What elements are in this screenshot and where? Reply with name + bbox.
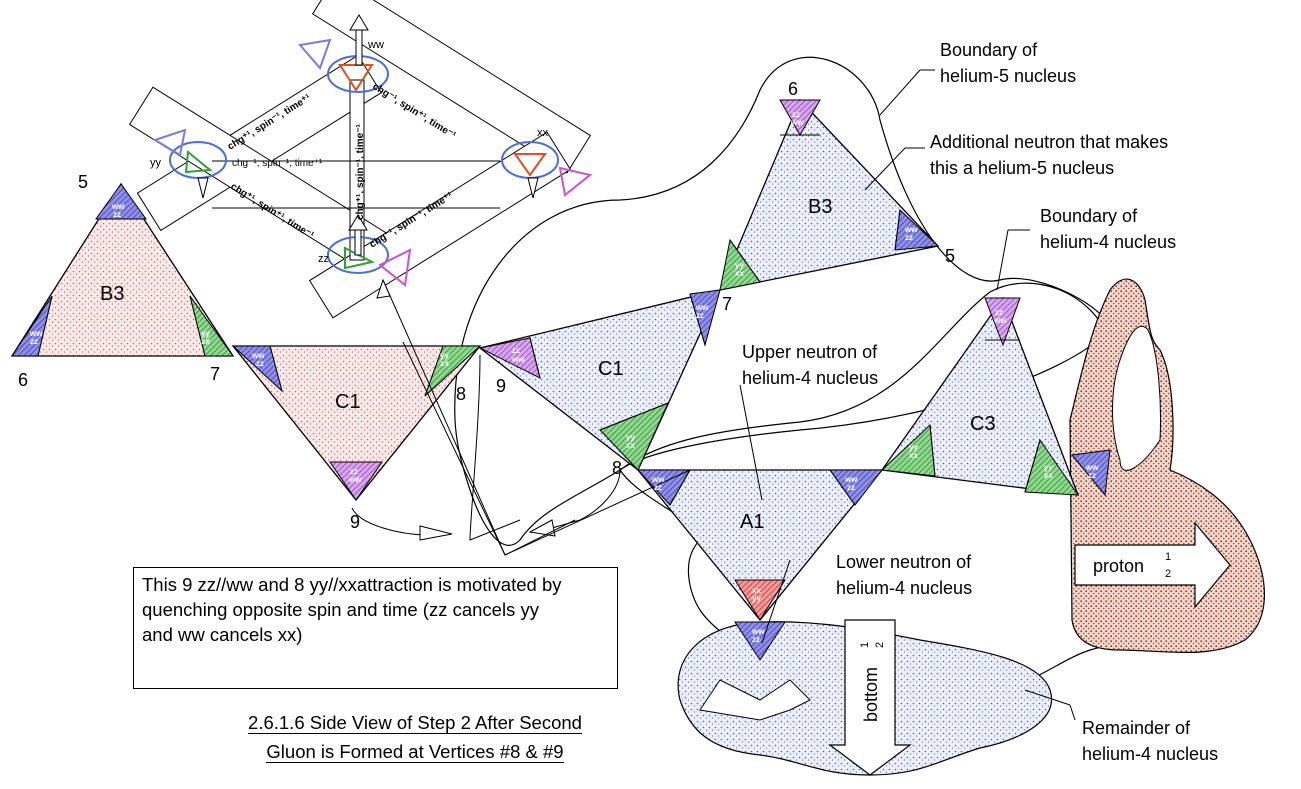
code-ww: ww [1085,463,1099,472]
upper-line1: Upper neutron of [742,342,878,362]
inset-strip-vertical: chg⁺¹, spin⁻¹, time⁻¹ [355,123,366,220]
vertex-8-right: 8 [612,458,622,478]
inset-ww-label: ww [367,39,384,51]
proton-label: proton [1093,556,1144,576]
code-zz: zz [256,359,264,368]
code-zz: zz [995,308,1003,317]
code-yy: yy [626,433,635,442]
code-zz: zz [512,346,520,355]
inset-yy-label: yy [150,157,162,169]
caption-line-2: Gluon is Formed at Vertices #8 & #9 [266,741,564,763]
code-xx: xx [1044,471,1053,480]
code-yy: yy [909,443,918,452]
code-yy: yy [201,329,210,338]
bottom-arrow [828,619,912,776]
code-zz: zz [113,210,121,219]
code-ww: ww [751,627,765,636]
triangle-c1-right [478,289,722,472]
triangle-b3-right [718,98,940,291]
remainder-line2: helium-4 nucleus [1082,744,1218,764]
proton-half-den: 2 [1165,568,1171,580]
remainder-line1: Remainder of [1082,718,1191,738]
triangle-a1-label: A1 [740,511,764,533]
upper-line2: helium-4 nucleus [742,368,878,388]
caption-line-1: 2.6.1.6 Side View of Step 2 After Second [248,712,582,734]
triangle-b3-left [10,182,235,357]
boundary-he4-line2: helium-4 nucleus [1040,232,1176,252]
explanation-note: This 9 zz//ww and 8 yy//xxattraction is … [133,567,618,689]
code-xx: xx [201,337,210,346]
code-yy: yy [752,594,761,603]
inset-zz-label: zz [318,253,329,265]
code-xx: xx [440,359,449,368]
caption-line-1-wrap: 2.6.1.6 Side View of Step 2 After Second [170,712,660,734]
vertex-5-right: 5 [945,246,955,266]
code-zz: zz [792,110,800,119]
inset-diagram: ww yy xx zz chg⁻¹, spin⁻¹, time⁺¹ chg⁺¹,… [128,0,593,319]
code-ww: ww [695,303,709,312]
helium-5-boundary [454,56,1111,546]
additional-line2: this a helium-5 nucleus [930,158,1114,178]
triangle-c1-right-label: C1 [598,358,624,380]
note-line-2: quenching opposite spin and time (zz can… [142,599,539,620]
caption-line-2-wrap: Gluon is Formed at Vertices #8 & #9 [170,741,660,763]
code-yy: yy [440,351,449,360]
code-zz: zz [350,467,358,476]
code-zz: zz [30,337,38,346]
vertex-8-mid: 8 [456,384,466,404]
note-line-3: and ww cancels xx) [142,624,303,645]
boundary-he5-line2: helium-5 nucleus [940,66,1076,86]
triangle-b3-right-label: B3 [808,196,832,218]
code-zz: zz [654,483,662,492]
triangle-c3-label: C3 [970,413,996,435]
code-zz: zz [696,311,704,320]
inset-xx-label: xx [537,127,549,139]
code-ww: ww [511,355,525,364]
triangle-c1-left-label: C1 [335,391,361,413]
code-ww: ww [251,351,265,360]
proton-half-num: 1 [1165,551,1171,563]
vertex-6-left: 6 [18,370,28,390]
code-xx: xx [909,451,918,460]
bottom-half-num: 1 [859,642,871,648]
code-ww: ww [111,202,125,211]
bottom-label: bottom [861,667,881,722]
code-zz: zz [847,483,855,492]
vertex-7-right: 7 [722,294,732,314]
triangle-a1 [636,469,884,622]
vertex-7-left: 7 [210,364,220,384]
triangle-c1-left [231,345,482,502]
code-ww: ww [651,475,665,484]
note-line-1: This 9 zz//ww and 8 yy//xxattraction is … [142,574,562,595]
inset-center-label: chg⁻¹, spin⁻¹, time⁺¹ [232,158,323,169]
vertex-9-mid: 9 [350,512,360,532]
code-ww: ww [904,225,918,234]
code-zz: zz [752,635,760,644]
code-ww: ww [790,118,804,127]
code-ww: ww [844,475,858,484]
code-ww: ww [29,329,43,338]
code-yy: yy [735,261,744,270]
vertex-5-left: 5 [78,172,88,192]
code-xx: xx [626,441,635,450]
bottom-half-den: 2 [874,642,886,648]
code-ww: ww [993,316,1007,325]
vertex-6-right: 6 [788,79,798,99]
triangle-b3-left-label: B3 [100,283,124,305]
code-zz: zz [1088,471,1096,480]
code-xx: xx [752,586,761,595]
code-yy: yy [1044,463,1053,472]
lower-line2: helium-4 nucleus [836,578,972,598]
code-zz: zz [905,233,913,242]
code-xx: xx [735,269,744,278]
code-ww: ww [348,475,362,484]
vertex-9-right: 9 [496,376,506,396]
proton-arrow [1074,521,1231,609]
lower-line1: Lower neutron of [836,552,972,572]
boundary-he5-line1: Boundary of [940,40,1038,60]
additional-line1: Additional neutron that makes [930,132,1168,152]
boundary-he4-line1: Boundary of [1040,206,1138,226]
